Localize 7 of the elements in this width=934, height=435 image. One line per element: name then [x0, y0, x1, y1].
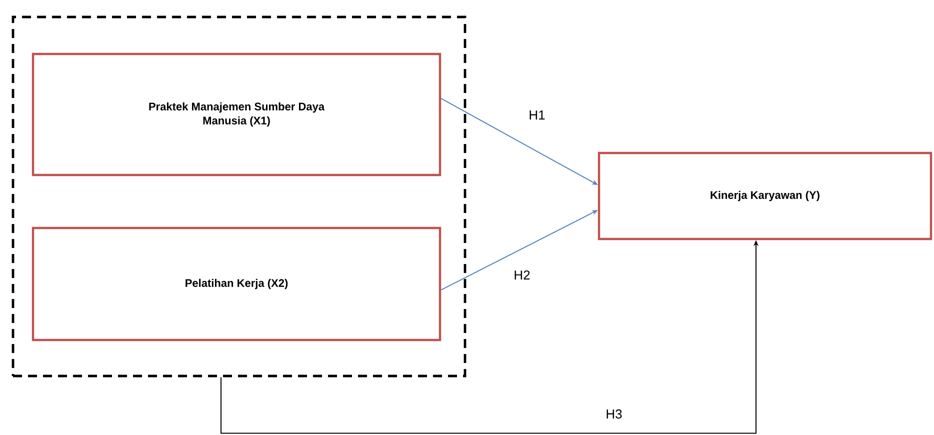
dashed-group-box	[12, 16, 466, 378]
variable-box: Praktek Manajemen Sumber Daya Manusia (X1)	[32, 52, 442, 176]
variable-box: Pelatihan Kerja (X2)	[32, 226, 442, 342]
edge-label: H1	[528, 110, 546, 120]
edge-label: H3	[604, 408, 624, 420]
edge-label: H2	[512, 269, 532, 281]
variable-box: Kinerja Karyawan (Y)	[598, 152, 932, 240]
